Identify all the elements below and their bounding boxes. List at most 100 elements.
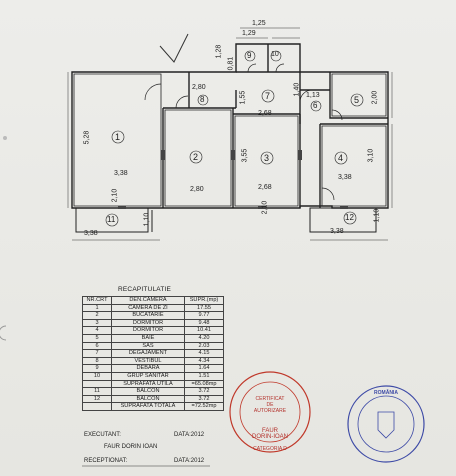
table-cell: BALCON xyxy=(111,394,185,404)
dim-3-38-a: 3,38 xyxy=(114,170,128,177)
dim-2-68-b: 2,68 xyxy=(258,184,272,191)
table-cell: 8 xyxy=(82,356,112,366)
table-cell: 4.15 xyxy=(184,349,224,358)
room-number-6: 6 xyxy=(313,101,318,110)
table-cell: DORMITOR xyxy=(111,326,185,335)
room-number-3: 3 xyxy=(264,153,270,163)
room-number-4: 4 xyxy=(338,153,344,163)
table-cell: 1 xyxy=(82,303,112,313)
table-cell xyxy=(82,379,112,389)
red-stamp-category: CATEGORIA D xyxy=(253,446,287,452)
dim-3-38-b: 3,38 xyxy=(338,174,352,181)
dim-2-68-top: 2,68 xyxy=(258,110,272,117)
table-cell: SUPRAFATA TOTALA xyxy=(111,402,185,411)
room-number-1: 1 xyxy=(115,132,121,142)
room-number-2: 2 xyxy=(193,152,199,162)
dim-1-10-b: 1,10 xyxy=(373,208,381,223)
table-cell: 11 xyxy=(82,387,112,396)
room-number-5: 5 xyxy=(354,95,360,105)
dim-2-00: 2,00 xyxy=(371,90,379,105)
red-stamp-name: FAUR DORIN-IOAN xyxy=(250,428,290,440)
stamp-line: FAUR xyxy=(261,428,278,434)
table-cell: 2 xyxy=(82,311,112,320)
executant-date: DATA:2012 xyxy=(174,432,205,438)
dim-top-1-29: 1,29 xyxy=(242,30,256,37)
table-cell: 4.20 xyxy=(184,333,224,343)
dim-1-28: 1,28 xyxy=(215,44,223,59)
table-cell: 9.48 xyxy=(184,318,224,328)
dim-2-80-b: 2,80 xyxy=(190,186,204,193)
table-cell: BAIE xyxy=(111,333,185,343)
executant-name: FAUR DORIN IOAN xyxy=(104,444,158,450)
table-cell: 5 xyxy=(82,333,112,343)
room-number-7: 7 xyxy=(265,91,271,101)
table-cell: CAMERA DE ZI xyxy=(111,303,185,313)
table-cell: 12 xyxy=(82,394,112,404)
dim-2-80-top: 2,80 xyxy=(192,84,206,91)
receptionat-label: RECEPTIONAT: xyxy=(84,458,128,464)
table-cell: GRUP SANITAR xyxy=(111,371,185,381)
dim-0-81: 0,81 xyxy=(227,56,235,71)
header-cell: NR.CRT xyxy=(82,296,112,305)
dim-5-28: 5,28 xyxy=(83,130,91,145)
table-cell: 7 xyxy=(82,349,112,358)
dim-top-1-25: 1,25 xyxy=(252,20,266,27)
receptionat-date: DATA:2012 xyxy=(174,458,205,464)
executant-label: EXECUTANT: xyxy=(84,432,121,438)
table-cell: 9 xyxy=(82,364,112,373)
dim-2-10: 2,10 xyxy=(111,188,119,203)
red-stamp: CERTIFICAT DE AUTORIZARE xyxy=(250,396,290,414)
table-row-total: SUPRAFATA UTILA=65.08mp xyxy=(82,379,224,389)
table-cell: SAS xyxy=(111,341,185,351)
table-cell xyxy=(82,402,112,411)
room-number-9: 9 xyxy=(247,51,252,60)
table-cell: DEGAJAMENT xyxy=(111,349,185,358)
table-cell: VESTIBUL xyxy=(111,356,185,366)
table-cell: =65.08mp xyxy=(184,379,224,389)
table-cell: BALCON xyxy=(111,387,185,396)
room-number-12: 12 xyxy=(345,213,354,222)
table-cell: BUCATARIE xyxy=(111,311,185,320)
header-cell: DEN.CAMERA xyxy=(111,296,185,305)
stamp-line: DE xyxy=(266,402,274,408)
stamp-line: CERTIFICAT xyxy=(255,396,285,402)
room-number-10: 10 xyxy=(271,51,279,58)
table-cell: 3.72 xyxy=(184,387,224,396)
dim-1-13: 1,13 xyxy=(306,92,320,99)
dim-3-38-d: 3,38 xyxy=(330,228,344,235)
table-cell: 1.64 xyxy=(184,364,224,373)
table-header: NR.CRT DEN.CAMERA SUPR.(mp) xyxy=(82,296,224,305)
table-cell: 2.03 xyxy=(184,341,224,351)
table-cell: 3.72 xyxy=(184,394,224,404)
recap-title: RECAPITULATIE xyxy=(118,286,172,293)
dim-3-10: 3,10 xyxy=(367,148,375,163)
table-cell: DEBARA xyxy=(111,364,185,373)
header-cell: SUPR.(mp) xyxy=(184,296,224,305)
dim-1-40: 1,40 xyxy=(293,82,301,97)
stamp-line: AUTORIZARE xyxy=(253,408,287,414)
table-cell: 9.77 xyxy=(184,311,224,320)
dim-2-10b: 2,10 xyxy=(261,200,269,215)
room-number-8: 8 xyxy=(200,95,205,104)
stamp-line: DORIN-IOAN xyxy=(252,434,288,440)
dim-1-10-a: 1,10 xyxy=(143,212,151,227)
blue-stamp-title: ROMÂNIA xyxy=(374,390,398,396)
table-cell: 4 xyxy=(82,326,112,335)
table-cell: 6 xyxy=(82,341,112,351)
table-cell: 10 xyxy=(82,371,112,381)
table-cell: 4.34 xyxy=(184,356,224,366)
dim-3-38-c: 3,38 xyxy=(84,230,98,237)
table-cell: DORMITOR xyxy=(111,318,185,328)
